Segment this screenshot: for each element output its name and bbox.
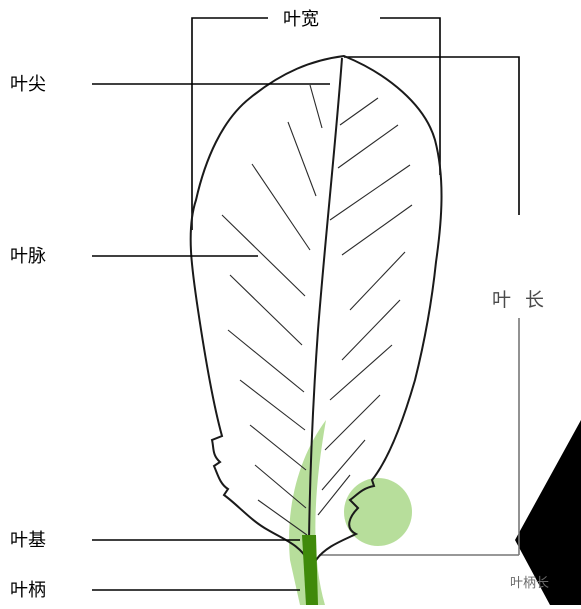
vein — [250, 425, 306, 470]
vein — [350, 252, 405, 310]
leaf-width-bracket-right — [380, 18, 440, 175]
label-leaf-width: 叶宽 — [283, 10, 319, 30]
vein — [330, 345, 392, 400]
leaf-width-bracket-left — [192, 18, 268, 230]
vein — [288, 122, 316, 196]
vein — [338, 125, 398, 168]
vein — [310, 85, 322, 128]
vein — [228, 330, 304, 392]
label-leaf-tip: 叶尖 — [10, 75, 46, 95]
label-petiole-length: 叶柄长 — [510, 574, 549, 594]
vein — [340, 98, 378, 125]
vein — [240, 380, 305, 430]
vein — [230, 275, 302, 345]
label-leaf-base: 叶基 — [10, 531, 46, 551]
vein — [342, 205, 412, 255]
label-leaf-vein: 叶脉 — [10, 247, 46, 267]
vein — [325, 395, 380, 450]
leaf-length-bracket — [344, 57, 519, 215]
label-leaf-length: 叶 长 — [492, 290, 548, 310]
vein — [252, 164, 310, 250]
vein — [330, 165, 410, 220]
label-leaf-petiole: 叶柄 — [10, 581, 46, 601]
